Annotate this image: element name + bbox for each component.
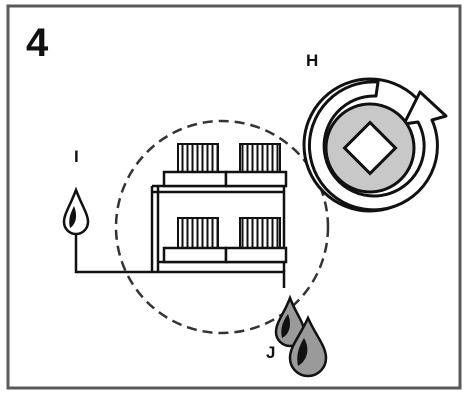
rotation-arrow-icon	[307, 80, 448, 212]
heat-source-drop-icon	[62, 186, 90, 236]
radiator-unit-top-left	[162, 143, 228, 188]
label-j: J	[266, 343, 275, 362]
label-h: H	[306, 51, 318, 70]
radiator-unit-bottom-right	[224, 217, 288, 264]
step-number: 4	[26, 21, 49, 65]
rotor-diamond-icon	[342, 120, 398, 176]
radiator-unit-top-right	[224, 143, 288, 188]
system-boundary	[114, 119, 330, 335]
rotation-symbol	[302, 77, 448, 213]
output-drops-icon	[274, 294, 328, 378]
label-i: I	[74, 147, 79, 166]
